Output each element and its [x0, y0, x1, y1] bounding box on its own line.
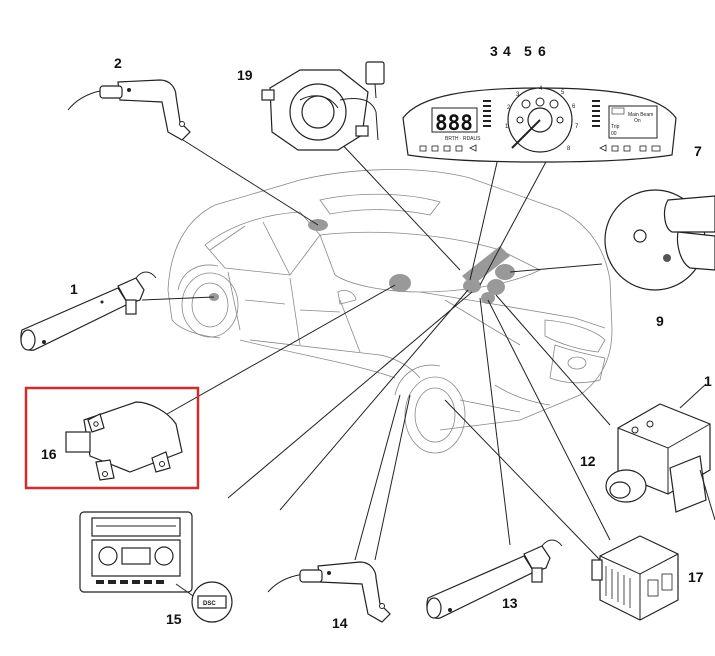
- callout-16: 16: [41, 446, 57, 462]
- control-module-icon: [591, 535, 679, 621]
- marker-module: [481, 292, 495, 304]
- yaw-rate-sensor-icon: [65, 401, 183, 481]
- callout-17: 17: [688, 569, 704, 585]
- dsc-button-label: DSC: [203, 601, 216, 607]
- gauge-number-7: 7: [575, 124, 579, 130]
- callout-12: 12: [580, 453, 596, 469]
- wheel-speed-sensor-front-icon: [20, 271, 157, 351]
- gauge-number-3: 3: [516, 92, 520, 98]
- abs-modulator-icon: [605, 383, 715, 521]
- callout-14: 14: [332, 615, 348, 631]
- location-markers: [209, 219, 515, 304]
- cluster-digital-display: 888: [435, 111, 473, 135]
- callout-19: 19: [237, 67, 253, 83]
- callout-9: 9: [656, 313, 664, 329]
- marker-booster: [495, 264, 515, 280]
- callout-15: 15: [166, 611, 182, 627]
- callout-6: 6: [538, 43, 546, 59]
- trip-label: Trip: [611, 124, 620, 130]
- main-beam-state: On: [634, 118, 641, 124]
- gauge-number-6: 6: [572, 104, 576, 110]
- highlight-box: [24, 386, 200, 490]
- callout-labels: 2 19 3 4 5 6 7 9 1 1 12 16 17 13 15 14: [41, 43, 712, 631]
- main-beam-label: Main Beam: [628, 112, 653, 118]
- wheel-speed-sensor-rear-icon: [67, 79, 191, 141]
- gauge-number-8: 8: [567, 146, 571, 152]
- gauge-number-4: 4: [539, 86, 543, 92]
- callout-4: 4: [503, 43, 511, 59]
- callout-1-right: 1: [704, 373, 712, 389]
- callout-13: 13: [502, 595, 518, 611]
- marker-abs: [487, 279, 505, 295]
- callout-5: 5: [524, 43, 532, 59]
- callout-1-left: 1: [70, 281, 78, 297]
- hvac-panel-icon: DSC: [79, 511, 233, 623]
- car-body: [167, 169, 613, 454]
- gauge-number-5: 5: [561, 90, 565, 96]
- instrument-cluster-icon: 888 BRTH · RDAUS 1 2 3 4 5 6 7 8 Main Be…: [402, 86, 677, 163]
- wheel-speed-sensor-rear-body-icon: [426, 539, 563, 619]
- trip-value: 00: [611, 131, 617, 137]
- callout-7: 7: [694, 143, 702, 159]
- gauge-numbers: 1 2 3 4 5 6 7 8: [505, 86, 579, 152]
- cluster-display-sublabel: BRTH · RDAUS: [445, 136, 481, 142]
- marker-dashboard: [462, 246, 510, 286]
- wheel-speed-sensor-cable-front-icon: [267, 561, 391, 623]
- clock-spring-icon: [261, 61, 385, 151]
- callout-2: 2: [114, 55, 122, 71]
- brake-booster-icon: [604, 189, 715, 291]
- marker-yaw-sensor: [389, 274, 411, 292]
- gauge-number-1: 1: [505, 124, 509, 130]
- gauge-number-2: 2: [507, 105, 511, 111]
- callout-3: 3: [490, 43, 498, 59]
